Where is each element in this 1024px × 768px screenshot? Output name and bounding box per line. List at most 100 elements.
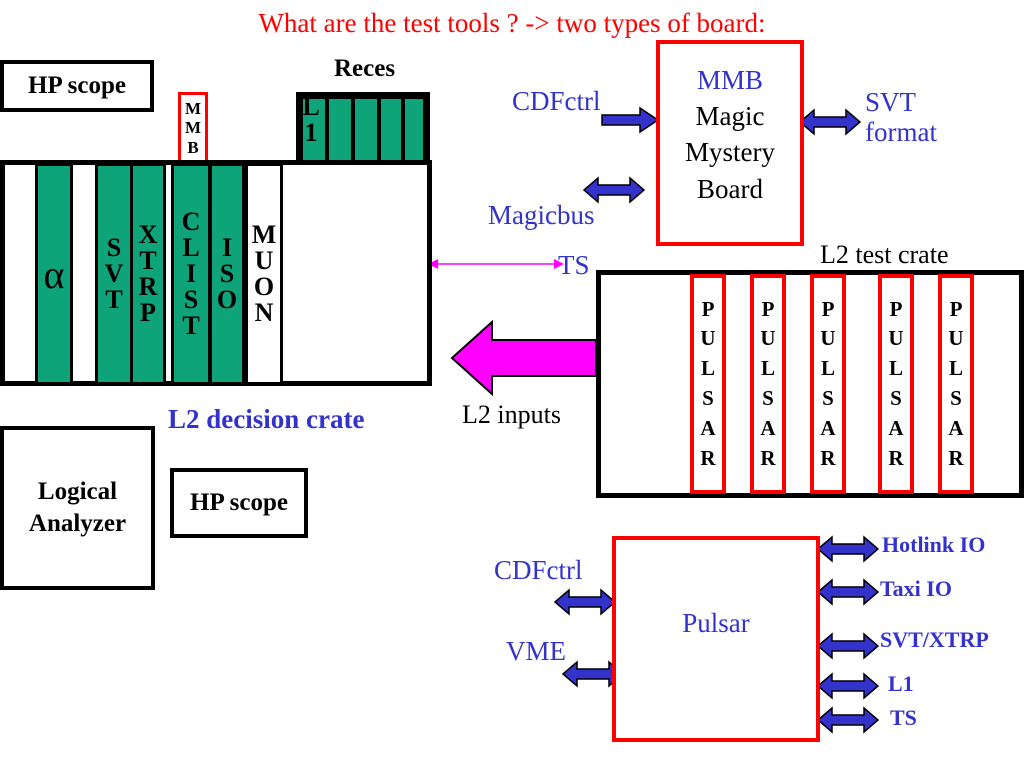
pulsar-slot-3-letter-2: U (820, 326, 836, 351)
pulsar-board: Pulsar (612, 536, 820, 742)
clist-letter-1: C (181, 207, 201, 236)
l2-decision-crate: α S V T X T R P C L I S T I S O M U O N (0, 160, 432, 386)
mmb-small-letter-2: M (184, 118, 202, 138)
pulsar-slot-3-letter-1: P (821, 296, 835, 321)
pulsar-slot-1-letter-5: A (700, 415, 716, 440)
pulsar-slot-4-letter-1: P (889, 296, 903, 321)
l1-letter-1: L (302, 92, 320, 121)
mmb-board-line-1: Magic (695, 100, 765, 131)
pulsar-slot-5-letter-2: U (948, 326, 964, 351)
xtrp-letter-3: R (138, 272, 158, 301)
clist-letter-5: T (182, 311, 200, 340)
pulsar-slot-1-letter-2: U (700, 326, 716, 351)
taxi-io-label: Taxi IO (880, 576, 952, 601)
hotlink-io-arrow (817, 536, 879, 562)
l1-slot-4 (378, 96, 404, 164)
mmb-magicbus-label: Magicbus (488, 200, 595, 230)
mmb-board-line-3: Board (697, 173, 763, 204)
mmb-small-letter-1: M (184, 98, 202, 118)
page-title: What are the test tools ? -> two types o… (258, 8, 766, 38)
logical-analyzer: Logical Analyzer (0, 426, 155, 590)
l2-inputs-arrow (450, 319, 597, 397)
pulsar-slot-3-letter-4: S (822, 386, 834, 410)
xtrp-letter-2: T (139, 246, 157, 275)
muon-letter-1: M (251, 220, 277, 249)
l2-test-crate-label: L2 test crate (820, 240, 949, 269)
l1-label: L 1 (298, 94, 324, 146)
alpha-label: α (43, 251, 65, 297)
pulsar-cdfctrl-label: CDFctrl (494, 555, 583, 585)
muon-slot: M U O N (245, 163, 283, 385)
mmb-cdfctrl-label: CDFctrl (512, 86, 601, 116)
svt-format-arrow (799, 109, 861, 135)
ts-line-arrowhead-left (428, 259, 438, 269)
hp-scope-bottom: HP scope (170, 468, 308, 538)
clist-letter-2: L (182, 233, 200, 262)
hotlink-io-label: Hotlink IO (882, 532, 986, 557)
svt-format-line-1: SVT (865, 87, 917, 117)
cdfctrl-mmb-arrow (601, 107, 659, 133)
xtrp-letter-1: X (138, 220, 158, 249)
ts-io-label: TS (890, 705, 917, 730)
pulsar-slot-3-letter-6: R (820, 445, 836, 470)
pulsar-slot-5-letter-6: R (948, 445, 964, 470)
pulsar-slot-4-letter-2: U (888, 326, 904, 351)
mmb-small-letter-3: B (187, 137, 199, 157)
logical-analyzer-line-2: Analyzer (28, 510, 127, 537)
logical-analyzer-line-1: Logical (37, 477, 118, 505)
mmb-board: MMB Magic Mystery Board (656, 40, 804, 246)
pulsar-slot-1-letter-6: R (700, 445, 716, 470)
svt-xtrp-label: SVT/XTRP (880, 627, 989, 652)
mmb-small-slot: M M B (178, 92, 208, 164)
xtrp-slot: X T R P (130, 163, 166, 385)
iso-letter-3: O (216, 285, 238, 314)
pulsar-slot-5-letter-5: A (948, 415, 964, 440)
mmb-board-title: MMB (696, 65, 764, 95)
l1-slot-3 (352, 96, 380, 164)
magicbus-arrow (583, 177, 645, 203)
clist-letter-4: S (183, 285, 199, 314)
pulsar-slot-1-letter-1: P (701, 296, 715, 321)
svt-letter-2: V (104, 259, 124, 288)
clist-slot: C L I S T (171, 163, 211, 385)
l1-slot-5 (402, 96, 426, 164)
pulsar-slot-5-letter-4: S (950, 386, 962, 410)
pulsar-slot-5-letter-1: P (949, 296, 963, 321)
iso-slot: I S O (209, 163, 245, 385)
pulsar-board-title: Pulsar (682, 608, 750, 638)
hp-scope-top: HP scope (0, 60, 154, 112)
pulsar-slot-5-letter-3: L (948, 356, 963, 381)
l2-decision-crate-label: L2 decision crate (168, 404, 365, 434)
muon-letter-2: U (254, 246, 274, 275)
clist-letter-3: I (185, 259, 197, 288)
pulsar-slot-4-letter-3: L (888, 356, 903, 381)
ts-label: TS (558, 250, 590, 280)
l1-arrow (817, 673, 879, 699)
hp-scope-top-label: HP scope (28, 72, 126, 99)
iso-letter-1: I (221, 233, 233, 262)
ts-line-arrowhead-right (554, 259, 564, 269)
pulsar-slot-3-letter-5: A (820, 415, 836, 440)
l1-letter-2: 1 (304, 118, 318, 147)
pulsar-slot-2-letter-3: L (760, 356, 775, 381)
mmb-board-line-2: Mystery (685, 137, 775, 168)
l2-inputs-label: L2 inputs (462, 400, 561, 429)
pulsar-slot-2-letter-2: U (760, 326, 776, 351)
iso-letter-2: S (219, 259, 235, 288)
alpha-slot: α (35, 163, 73, 385)
pulsar-slot-2-letter-1: P (761, 296, 775, 321)
xtrp-letter-4: P (140, 298, 156, 327)
cdfctrl-pulsar-arrow (554, 589, 616, 615)
hp-scope-bottom-label: HP scope (190, 489, 288, 516)
ts-arrow (817, 707, 879, 733)
svt-letter-3: T (105, 285, 123, 314)
l1-slot-2 (326, 96, 354, 164)
pulsar-slot-2-letter-5: A (760, 415, 776, 440)
muon-letter-3: O (253, 272, 275, 301)
pulsar-slot-3-letter-3: L (820, 356, 835, 381)
